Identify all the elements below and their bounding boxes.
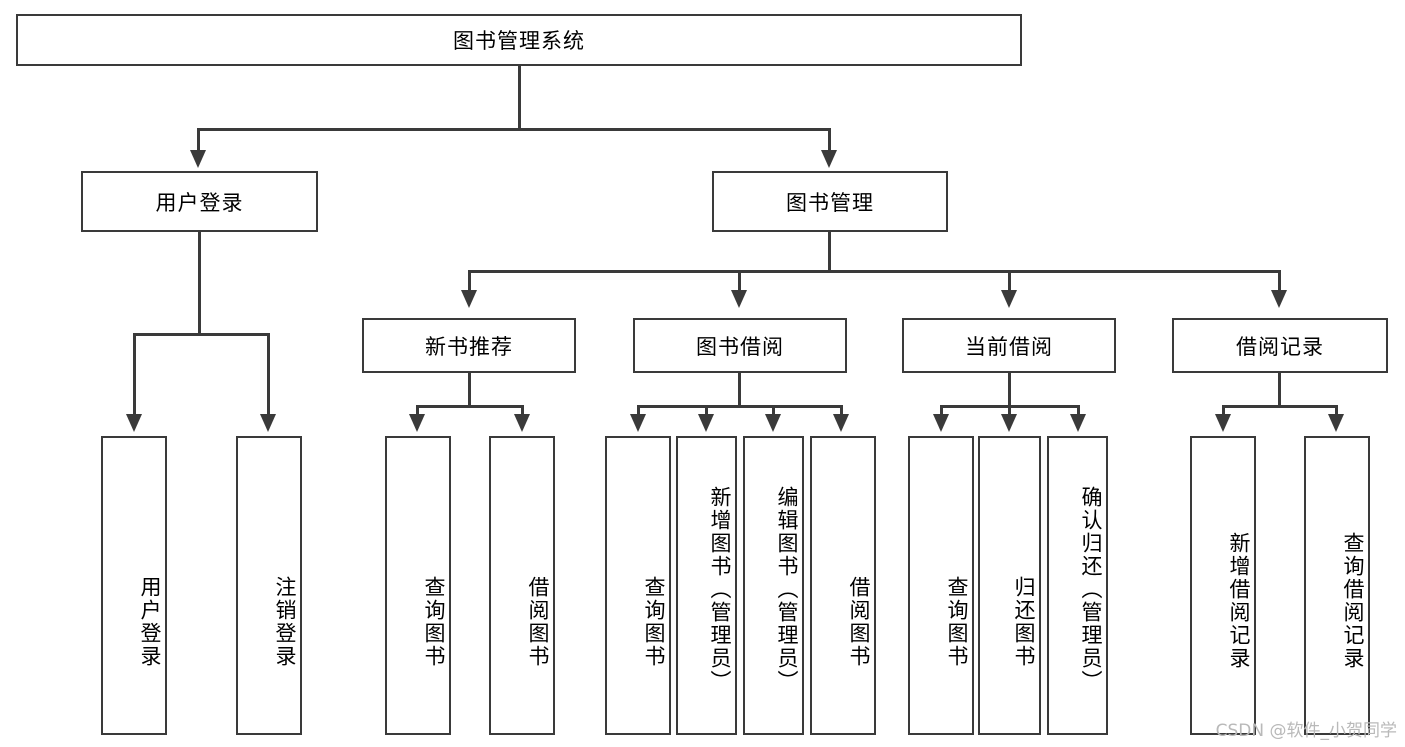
connector-borrow-record-bar [1222, 405, 1338, 408]
leaf-edit-book-admin[interactable]: 编辑图书（管理员） [743, 436, 804, 735]
node-label: 查询图书 [642, 575, 666, 668]
leaf-add-borrow-record[interactable]: 新增借阅记录 [1190, 436, 1256, 735]
node-label: 注销登录 [273, 575, 297, 668]
node-label: 借阅记录 [1236, 334, 1324, 359]
connector-borrow-record-child-2 [1335, 405, 1338, 419]
connector-new-book-child-1 [416, 405, 419, 419]
connector-root-stem [518, 66, 521, 128]
arrow-to-leaf-add-record [1215, 414, 1231, 432]
connector-book-borrow-child-1 [637, 405, 640, 419]
arrow-to-leaf-return-book [1001, 414, 1017, 432]
connector-to-borrow-record [1278, 270, 1281, 294]
leaf-user-login[interactable]: 用户登录 [101, 436, 167, 735]
node-label: 当前借阅 [965, 334, 1053, 359]
connector-new-book-bar [416, 405, 524, 408]
node-label: 图书管理系统 [453, 29, 585, 53]
node-label: 编辑图书（管理员） [775, 486, 799, 693]
connector-book-borrow-child-3 [772, 405, 775, 419]
node-label: 新增借阅记录 [1227, 531, 1251, 670]
connector-new-book-stem [468, 373, 471, 405]
arrow-to-leaf-logout [260, 414, 276, 432]
connector-book-borrow-stem [738, 373, 741, 405]
node-label: 借阅图书 [847, 575, 871, 668]
arrow-to-leaf-user-login [126, 414, 142, 432]
node-label: 新书推荐 [425, 334, 513, 359]
connector-borrow-record-child-1 [1222, 405, 1225, 419]
leaf-query-book-recommend[interactable]: 查询图书 [385, 436, 451, 735]
arrow-to-leaf-query-record [1328, 414, 1344, 432]
arrow-to-leaf-query-book-b [630, 414, 646, 432]
connector-current-borrow-child-3 [1077, 405, 1080, 419]
node-label: 图书借阅 [696, 334, 784, 359]
node-borrow-record[interactable]: 借阅记录 [1172, 318, 1388, 373]
leaf-return-book[interactable]: 归还图书 [978, 436, 1041, 735]
leaf-confirm-return-admin[interactable]: 确认归还（管理员） [1047, 436, 1108, 735]
node-label: 新增图书（管理员） [708, 486, 732, 693]
leaf-borrow-book[interactable]: 借阅图书 [810, 436, 876, 735]
arrow-to-leaf-borrow-book-b [833, 414, 849, 432]
node-label: 用户登录 [155, 190, 244, 215]
arrow-to-leaf-borrow-book-a [514, 414, 530, 432]
connector-new-book-child-2 [521, 405, 524, 419]
leaf-query-book-current[interactable]: 查询图书 [908, 436, 974, 735]
leaf-query-borrow-record[interactable]: 查询借阅记录 [1304, 436, 1370, 735]
node-label: 查询图书 [422, 575, 446, 668]
arrow-to-leaf-add-book [698, 414, 714, 432]
connector-book-manage-bar [468, 270, 1280, 273]
leaf-borrow-book-recommend[interactable]: 借阅图书 [489, 436, 555, 735]
node-new-book-recommend[interactable]: 新书推荐 [362, 318, 576, 373]
connector-user-login-stem [198, 232, 201, 333]
node-label: 用户登录 [138, 575, 162, 668]
node-label: 图书管理 [786, 190, 874, 215]
watermark-text: CSDN @软件_小贺同学 [1215, 721, 1397, 741]
connector-to-new-book [468, 270, 471, 294]
arrow-to-leaf-query-book-a [409, 414, 425, 432]
connector-book-borrow-child-4 [840, 405, 843, 419]
arrow-to-borrow-record [1271, 290, 1287, 308]
connector-book-borrow-bar [637, 405, 843, 408]
connector-book-borrow-child-2 [705, 405, 708, 419]
node-label: 查询借阅记录 [1341, 531, 1365, 670]
node-book-borrow[interactable]: 图书借阅 [633, 318, 847, 373]
arrow-to-leaf-edit-book [765, 414, 781, 432]
connector-current-borrow-child-1 [940, 405, 943, 419]
connector-to-book-borrow [738, 270, 741, 294]
arrow-to-leaf-confirm-return [1070, 414, 1086, 432]
node-current-borrow[interactable]: 当前借阅 [902, 318, 1116, 373]
connector-current-borrow-child-2 [1008, 405, 1011, 419]
arrow-to-user-login [190, 150, 206, 168]
node-user-login[interactable]: 用户登录 [81, 171, 318, 232]
node-label: 借阅图书 [526, 575, 550, 668]
connector-user-login-child-1 [133, 333, 136, 418]
node-label: 归还图书 [1012, 575, 1036, 668]
connector-to-current-borrow [1008, 270, 1011, 294]
connector-root-to-book-manage [828, 128, 831, 154]
connector-user-login-child-2 [267, 333, 270, 418]
node-label: 查询图书 [945, 575, 969, 668]
arrow-to-book-borrow [731, 290, 747, 308]
connector-root-bar [197, 128, 830, 131]
node-book-management[interactable]: 图书管理 [712, 171, 948, 232]
leaf-logout[interactable]: 注销登录 [236, 436, 302, 735]
leaf-query-book-borrow[interactable]: 查询图书 [605, 436, 671, 735]
node-label: 确认归还（管理员） [1079, 486, 1103, 693]
connector-user-login-bar [133, 333, 269, 336]
arrow-to-book-manage [821, 150, 837, 168]
connector-root-to-user-login [197, 128, 200, 154]
arrow-to-current-borrow [1001, 290, 1017, 308]
leaf-add-book-admin[interactable]: 新增图书（管理员） [676, 436, 737, 735]
connector-current-borrow-stem [1008, 373, 1011, 405]
connector-borrow-record-stem [1278, 373, 1281, 405]
arrow-to-new-book [461, 290, 477, 308]
arrow-to-leaf-query-book-c [933, 414, 949, 432]
connector-book-manage-stem [828, 232, 831, 270]
node-root-system[interactable]: 图书管理系统 [16, 14, 1022, 66]
